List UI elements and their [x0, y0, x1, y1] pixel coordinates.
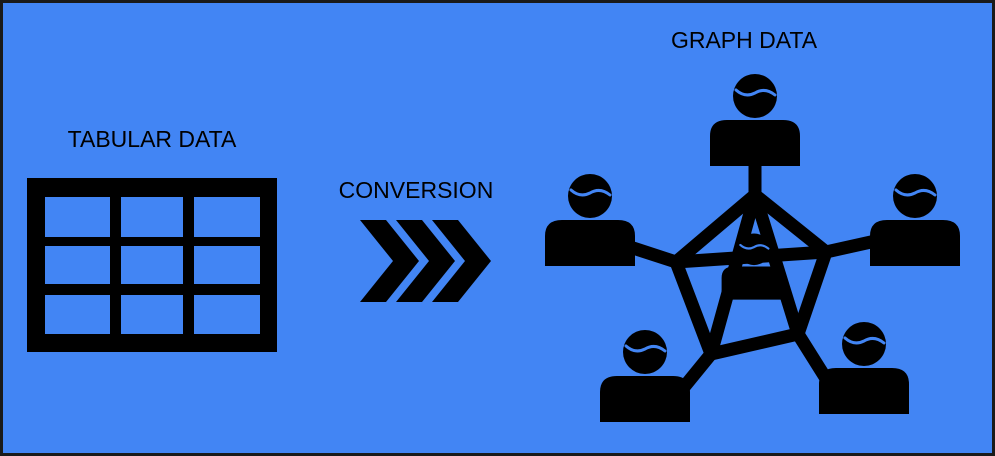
graph-edge-pentagon	[669, 188, 833, 361]
table-cell	[45, 197, 110, 237]
tabular-data-label: TABULAR DATA	[68, 126, 237, 152]
table-cell	[194, 295, 260, 334]
graph-edge	[623, 240, 683, 269]
triple-chevron-right-icon	[360, 220, 491, 302]
table-cell	[45, 246, 110, 284]
table-cell	[194, 197, 260, 237]
table-cell	[121, 197, 183, 237]
graph-edges	[623, 133, 887, 399]
chevron-right-icon	[360, 220, 419, 302]
table-cell	[121, 295, 183, 334]
table-cell	[121, 246, 183, 284]
chevron-right-icon	[396, 220, 455, 302]
table-cell	[45, 295, 110, 334]
graph-edge	[748, 188, 805, 341]
chevron-right-icon	[432, 220, 491, 302]
table-cell	[194, 246, 260, 284]
table-icon	[27, 178, 277, 352]
graph-data-label: GRAPH DATA	[671, 27, 818, 53]
conversion-label: CONVERSION	[339, 177, 494, 203]
